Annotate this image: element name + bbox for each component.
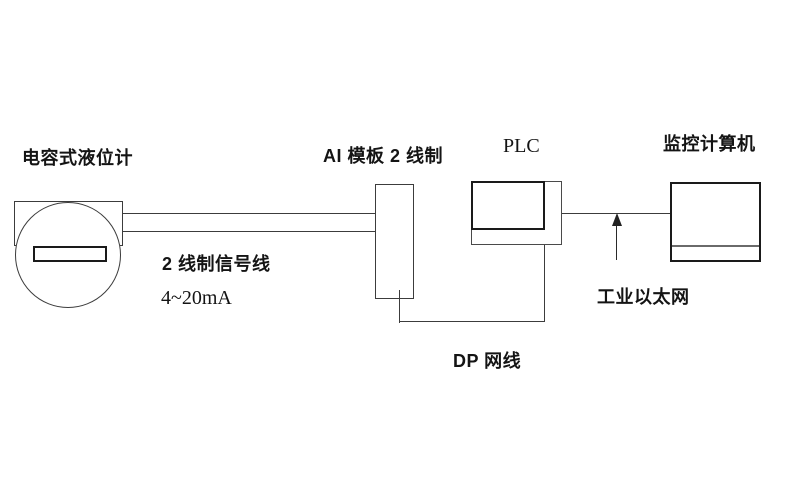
two-wire-signal-cable (122, 213, 375, 232)
plc-label: PLC (503, 135, 540, 157)
ethernet-label: 工业以太网 (597, 287, 690, 307)
signal-range-label: 4~20mA (161, 287, 232, 309)
arrow-up-icon (612, 213, 622, 226)
dp-cable-stub (399, 290, 400, 323)
dp-cable-line (399, 245, 545, 322)
level-meter-window (33, 246, 107, 262)
ai-module-box (375, 184, 414, 299)
level-meter-label: 电容式液位计 (22, 148, 133, 168)
dp-cable-label: DP 网线 (453, 351, 522, 371)
plc-box-inner (471, 181, 545, 230)
signal-line-label: 2 线制信号线 (162, 254, 271, 274)
ethernet-arrow-stem (616, 226, 617, 260)
computer-divider (672, 245, 759, 247)
computer-label: 监控计算机 (663, 134, 756, 154)
computer-box (670, 182, 761, 262)
ai-module-label: AI 模板 2 线制 (323, 146, 444, 166)
